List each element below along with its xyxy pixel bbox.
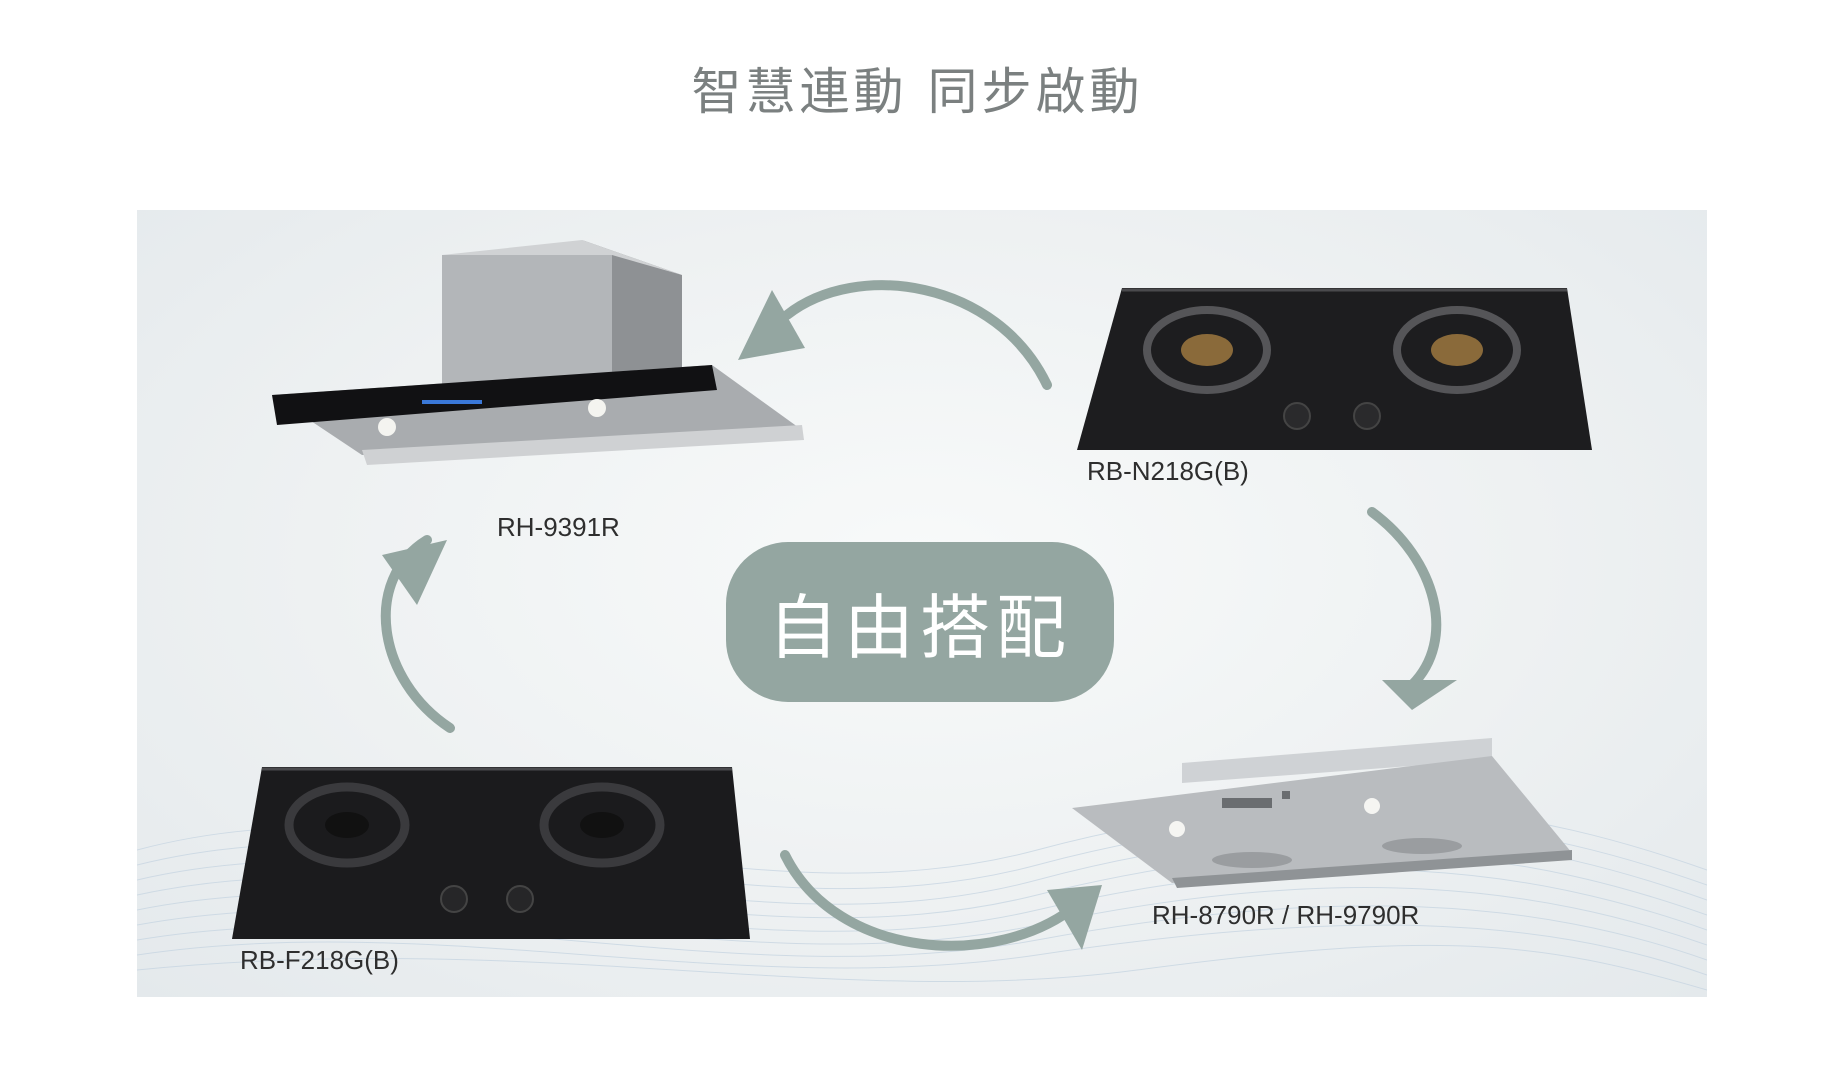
- gas-hob-icon: [232, 767, 750, 939]
- model-label-rh-9391r: RH-9391R: [497, 512, 620, 542]
- model-label-rh-8790r-rh-9790r: RH-8790R / RH-9790R: [1152, 900, 1420, 930]
- gas-hob-icon: [1077, 288, 1592, 450]
- cycle-arrow-icon: [738, 290, 805, 360]
- range-hood-chimney-icon: [272, 240, 804, 465]
- center-badge: 自由搭配: [726, 542, 1114, 702]
- range-hood-slim-icon: [1072, 738, 1572, 888]
- model-label-rb-n218g: RB-N218G(B): [1087, 456, 1249, 486]
- headline: 智慧連動 同步啟動: [691, 63, 1144, 121]
- cycle-arrow-icon: [1047, 885, 1102, 950]
- product-pairing-panel: RH-9391R RB-N218G(B) RB-F218G(B) RH-8790…: [137, 210, 1707, 997]
- cycle-arrow-icon: [382, 540, 447, 605]
- cycle-arrow-icon: [1382, 680, 1457, 710]
- model-label-rb-f218g: RB-F218G(B): [240, 945, 399, 975]
